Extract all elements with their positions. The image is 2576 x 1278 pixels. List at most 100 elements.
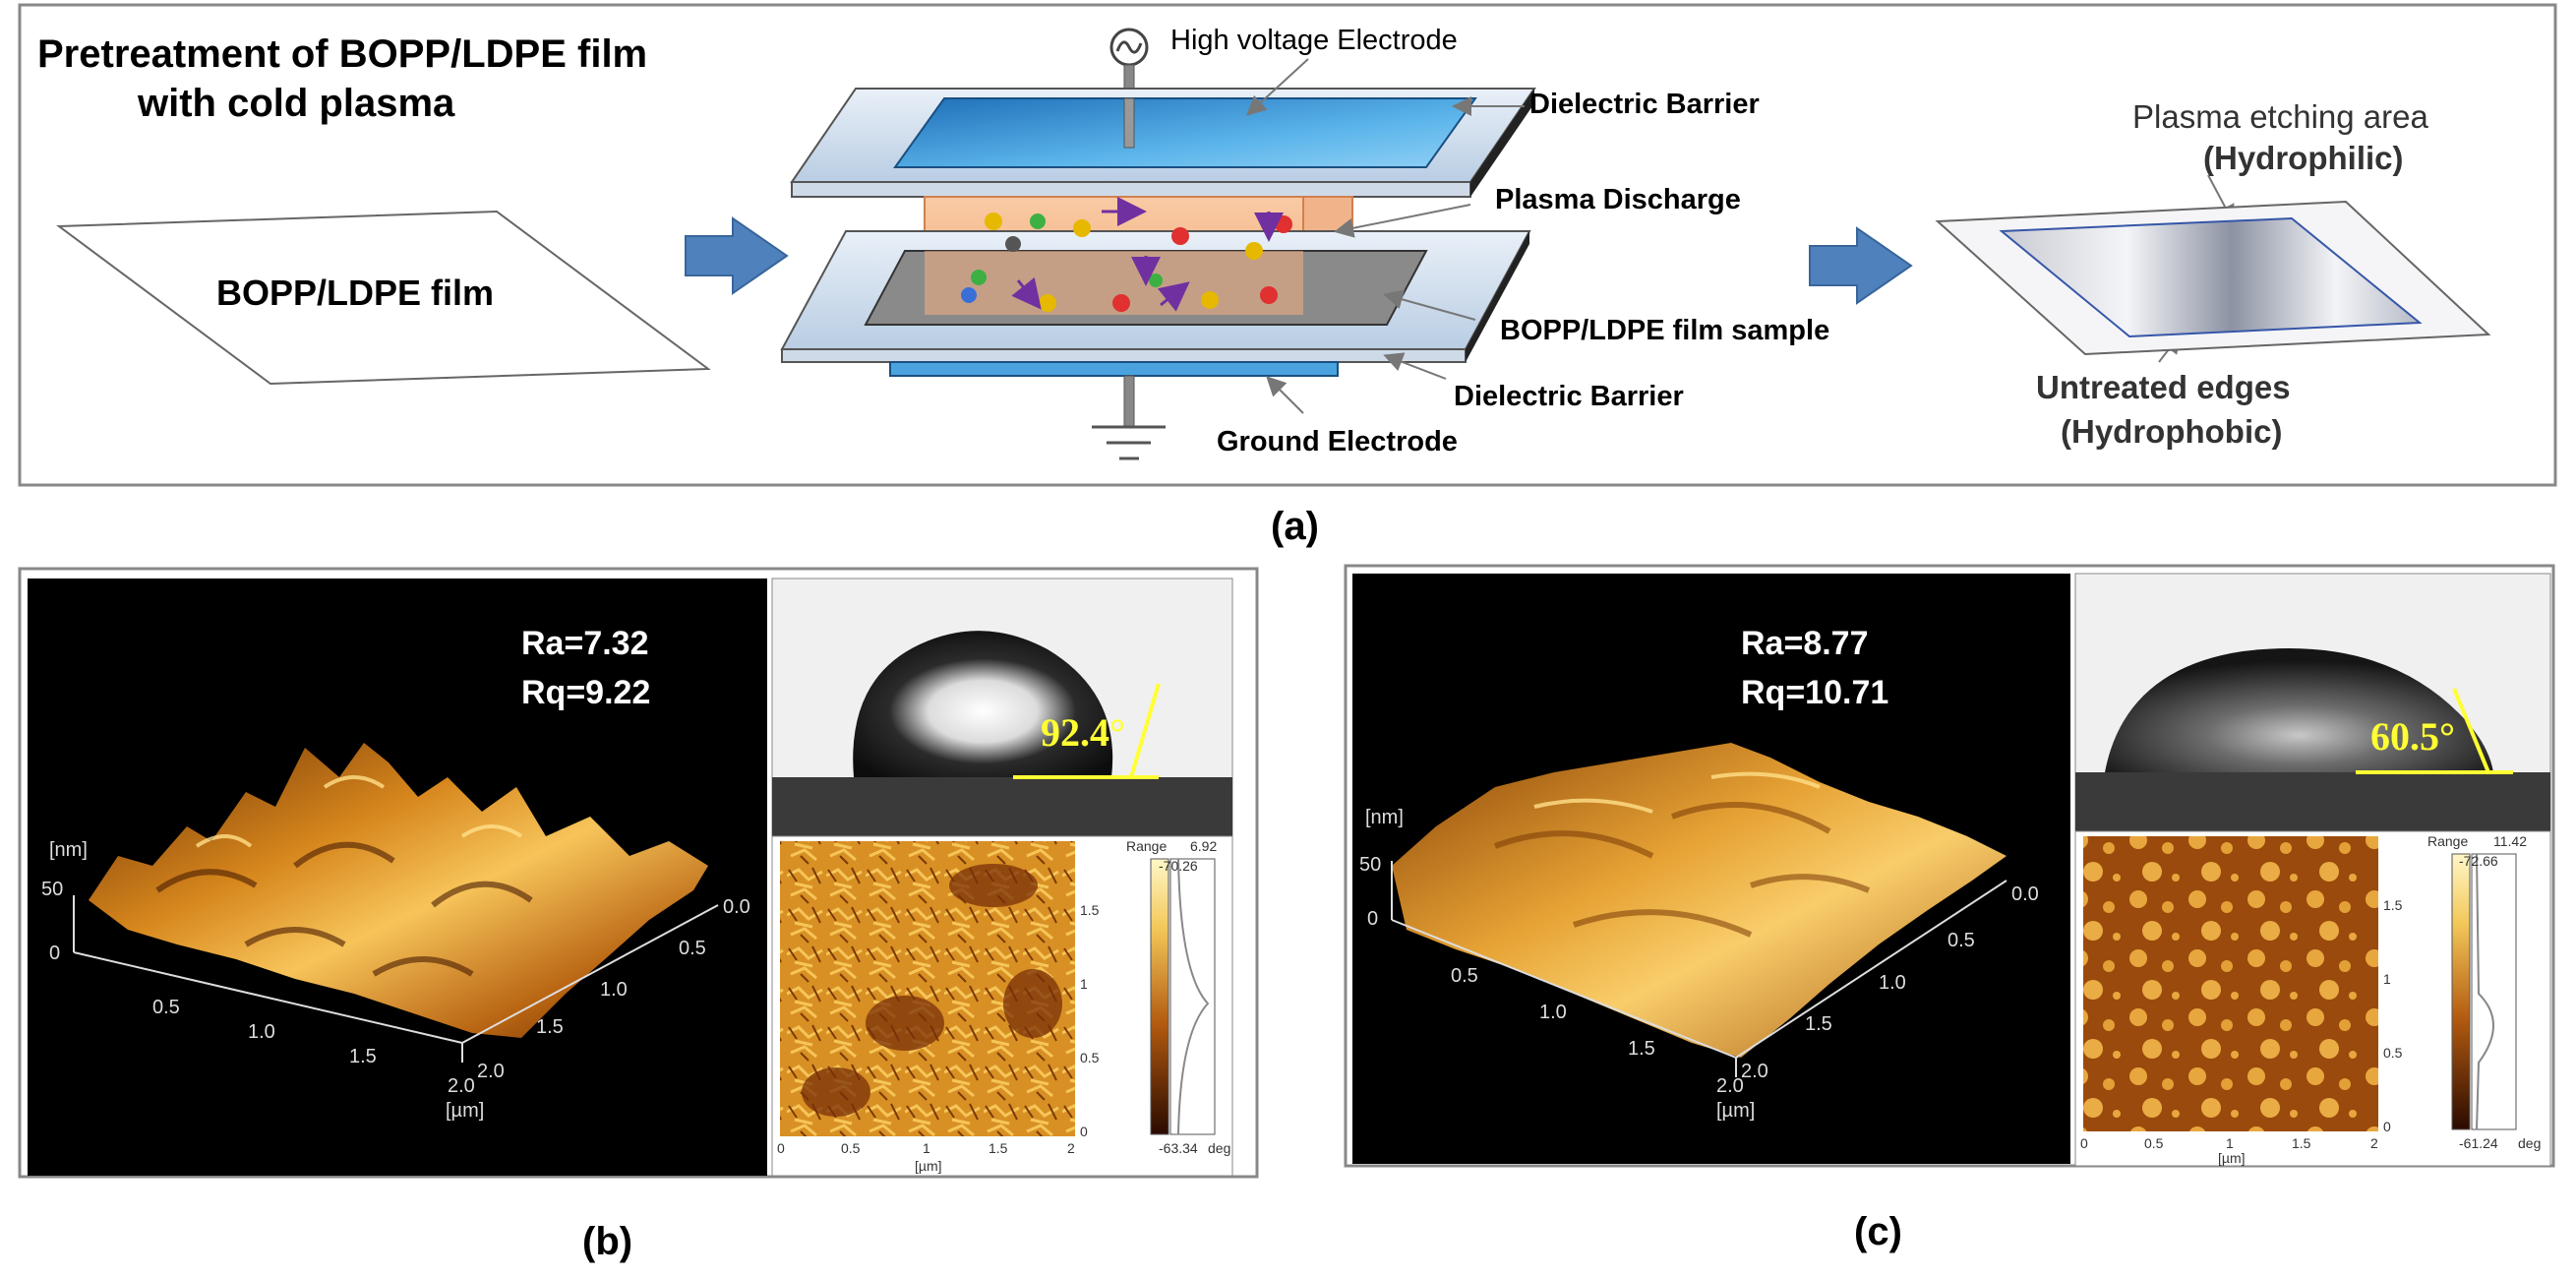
film-sheet-label: BOPP/LDPE film [216,273,494,313]
phase-min-c: -61.24 [2459,1135,2498,1151]
y-tick-b-1: 0.5 [679,938,706,959]
x-tick-c-2: 1.5 [1628,1038,1655,1060]
afm-axes-c [1391,861,2007,1077]
ra-value-c: Ra=8.77 [1741,625,1869,662]
contact-angle-c: 60.5° [2370,714,2455,759]
phase-range-label-c: Range [2427,833,2468,849]
phase-unit-c: [µm] [2218,1150,2246,1166]
label-plasma-etching-area: Plasma etching area [2132,98,2428,135]
x-tick-c-1: 1.0 [1539,1002,1567,1023]
label-untreated-edges: Untreated edges [2036,369,2291,405]
panel-b: [nm] 50 0 0.5 1.0 1.5 2.0 [µm] 0.0 0.5 1… [18,567,1259,1179]
phase-y-tick-b-3: 0 [1080,1124,1088,1139]
phase-x-tick-b-0: 0 [777,1140,785,1156]
label-dielectric-barrier-top: Dielectric Barrier [1529,89,1760,120]
z-unit-c: [nm] [1365,807,1404,828]
phase-x-tick-b-2: 1 [923,1140,930,1156]
caption-b: (b) [582,1220,632,1263]
phase-image-c [2083,836,2378,1131]
x-tick-b-0: 0.5 [152,997,180,1018]
phase-range-value-c: 11.42 [2493,833,2527,849]
y-tick-b-3: 1.5 [536,1016,564,1038]
plasma-etching-area [1999,216,2423,338]
x-tick-b-2: 1.5 [349,1046,377,1067]
phase-y-tick-b-2: 0.5 [1080,1050,1100,1065]
droplet-c [2105,648,2493,772]
rq-value-b: Rq=9.22 [521,674,650,711]
panel-a: Pretreatment of BOPP/LDPE film with cold… [18,3,2557,487]
y-tick-b-2: 1.0 [600,979,628,1001]
y-tick-c-3: 1.5 [1805,1013,1832,1035]
phase-y-tick-c-3: 0 [2383,1119,2391,1134]
phase-y-tick-c-0: 1.5 [2383,897,2403,913]
afm-surface-b [89,743,708,1038]
label-film-sample: BOPP/LDPE film sample [1500,315,1829,346]
x-tick-c-0: 0.5 [1451,965,1478,987]
panel-a-title-line2: with cold plasma [137,82,455,125]
ground-electrode [889,361,1339,377]
phase-deg-b: deg [1208,1140,1230,1156]
rq-value-c: Rq=10.71 [1741,674,1888,711]
caption-c: (c) [1854,1210,1902,1253]
phase-x-tick-b-3: 1.5 [988,1140,1008,1156]
xy-unit-c: [µm] [1716,1100,1755,1122]
y-tick-c-0: 0.0 [2011,883,2039,905]
phase-x-tick-c-3: 1.5 [2292,1135,2311,1151]
phase-max-b: -70.26 [1159,858,1198,874]
panel-a-title-line1: Pretreatment of BOPP/LDPE film [37,32,647,76]
ra-value-b: Ra=7.32 [521,625,649,662]
phase-y-tick-c-2: 0.5 [2383,1045,2403,1061]
phase-max-c: -72.66 [2459,853,2498,869]
phase-colorbar-b [1150,858,1169,1135]
caption-a: (a) [1271,505,1319,548]
x-tick-b-3: 2.0 [448,1075,475,1097]
y-tick-c-4: 2.0 [1741,1061,1768,1082]
phase-colorbar-c [2451,853,2471,1130]
z-tick-b-0: 0 [49,943,60,964]
afm-axes-b [73,895,719,1063]
xy-unit-b: [µm] [446,1100,484,1122]
y-tick-b-0: 0.0 [723,896,750,918]
phase-x-tick-b-4: 2 [1067,1140,1075,1156]
y-tick-b-4: 2.0 [477,1061,505,1082]
z-tick-b-50: 50 [41,879,63,900]
phase-range-label-b: Range [1126,838,1167,854]
panel-c: [nm] 50 0 0.5 1.0 1.5 2.0 [µm] 0.0 0.5 1… [1344,564,2555,1168]
y-tick-c-1: 0.5 [1947,930,1975,951]
label-hydrophobic: (Hydrophobic) [2061,413,2282,450]
x-tick-b-1: 1.0 [248,1021,275,1043]
label-dielectric-barrier-bottom: Dielectric Barrier [1454,381,1684,412]
phase-x-tick-c-2: 1 [2226,1135,2234,1151]
plasma-particles [961,197,1292,312]
process-arrow-1 [685,216,789,295]
afm-surface-c [1392,743,2007,1058]
x-tick-c-3: 2.0 [1716,1075,1744,1097]
y-tick-c-2: 1.0 [1879,972,1906,994]
phase-x-tick-c-0: 0 [2080,1135,2088,1151]
label-plasma-discharge: Plasma Discharge [1495,184,1741,215]
phase-x-tick-c-4: 2 [2370,1135,2378,1151]
z-tick-c-0: 0 [1367,908,1378,930]
phase-x-tick-b-1: 0.5 [841,1140,861,1156]
phase-min-b: -63.34 [1159,1140,1198,1156]
phase-x-tick-c-1: 0.5 [2144,1135,2164,1151]
label-hydrophilic: (Hydrophilic) [2203,140,2404,176]
z-unit-b: [nm] [49,839,88,861]
phase-y-tick-b-0: 1.5 [1080,902,1100,918]
phase-deg-c: deg [2518,1135,2541,1151]
phase-y-tick-b-1: 1 [1080,976,1088,992]
ground-symbol-icon [1092,425,1166,460]
phase-y-tick-c-1: 1 [2383,971,2391,987]
phase-range-value-b: 6.92 [1190,838,1217,854]
film-sheet [56,210,711,386]
process-arrow-2 [1809,226,1913,305]
label-high-voltage-electrode: High voltage Electrode [1170,25,1458,56]
z-tick-c-50: 50 [1359,854,1381,876]
phase-unit-b: [µm] [915,1158,942,1174]
droplet-b [853,631,1113,777]
contact-angle-b: 92.4° [1041,710,1125,755]
label-ground-electrode: Ground Electrode [1217,426,1458,457]
plasma-reactor [780,28,1536,460]
high-voltage-electrode [893,97,1477,168]
